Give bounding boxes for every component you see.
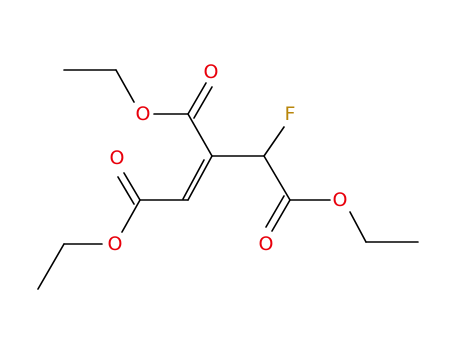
bond-right-c-double-o-1 — [271, 199, 291, 232]
atom-label-o-carbonyl-top: O — [204, 61, 219, 83]
bond-alkene-1 — [187, 155, 213, 201]
atom-labels: O O F O O O O — [108, 61, 348, 255]
bond-left-ch2-ch3 — [37, 243, 65, 290]
bond-ch2-o-top — [115, 69, 135, 103]
bond-alkene-2 — [182, 159, 205, 200]
bond-carbonyl-to-alkene-top — [187, 113, 213, 157]
bond-chf-to-ester — [263, 155, 291, 201]
bond-right-c-double-o-2 — [265, 195, 285, 228]
atom-label-o-carbonyl-right: O — [259, 233, 274, 255]
bond-c-double-o-top-1 — [187, 82, 207, 115]
bonds — [37, 69, 419, 290]
atom-label-f: F — [285, 103, 296, 125]
bond-left-c-double-o-2 — [117, 176, 135, 205]
bond-c-double-o-top-2 — [193, 86, 213, 119]
bond-left-c-o — [121, 199, 141, 233]
bond-left-c-double-o-1 — [123, 172, 141, 201]
atom-label-o-ester-left: O — [108, 233, 123, 255]
atom-label-o-ester-top: O — [136, 103, 151, 125]
bond-right-o-ch2 — [349, 211, 367, 243]
atom-label-o-carbonyl-left: O — [110, 147, 125, 169]
atom-label-o-ester-right: O — [333, 189, 348, 211]
bond-c-f — [263, 126, 285, 157]
